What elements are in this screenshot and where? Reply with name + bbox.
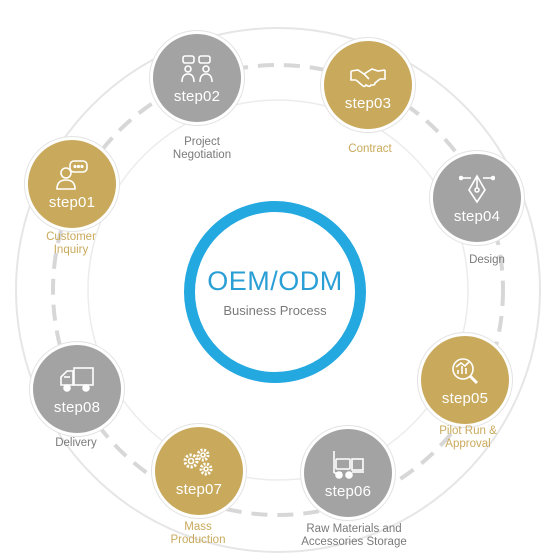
gears-icon [183, 448, 213, 475]
forklift-icon [333, 450, 364, 479]
step-06-caption: Raw Materials and Accessories Storage [301, 523, 407, 548]
step-04-label: step04 [453, 207, 501, 225]
step-07-label: step07 [175, 480, 223, 498]
magnifier-chart-icon [452, 357, 479, 384]
truck-icon [60, 366, 94, 392]
center-title: OEM/ODM [207, 266, 343, 296]
step-08-node: step08 [30, 342, 124, 436]
step-05-node: step05 [418, 333, 512, 427]
step-04-caption: Design [469, 254, 505, 266]
step-02-caption: Project Negotiation [172, 136, 232, 161]
step-02-label: step02 [173, 87, 221, 105]
step-01-node: step01 [25, 137, 119, 231]
step-01-label: step01 [48, 193, 96, 211]
step-08-caption: Delivery [55, 437, 97, 449]
negotiation-people-icon [181, 54, 213, 82]
step-06-label: step06 [324, 482, 372, 500]
step-05-label: step05 [441, 389, 489, 407]
step-01-caption: Customer Inquiry [46, 231, 96, 256]
pen-tool-icon [459, 173, 495, 203]
step-03-node: step03 [321, 38, 415, 132]
step-07-node: step07 [152, 424, 246, 518]
center-subtitle: Business Process [223, 303, 327, 318]
step-02-node: step02 [150, 31, 244, 125]
step-04-node: step04 [430, 151, 524, 245]
step-08-label: step08 [53, 398, 101, 416]
step-06-node: step06 [301, 426, 395, 520]
step-07-caption: Mass Production [170, 521, 226, 546]
handshake-icon [350, 67, 386, 87]
step-03-label: step03 [344, 94, 392, 112]
step-05-caption: Pilot Run & Approval [439, 425, 497, 450]
customer-chat-icon [56, 159, 88, 190]
step-03-caption: Contract [348, 143, 392, 155]
center-ring: OEM/ODM Business Process [184, 201, 366, 383]
